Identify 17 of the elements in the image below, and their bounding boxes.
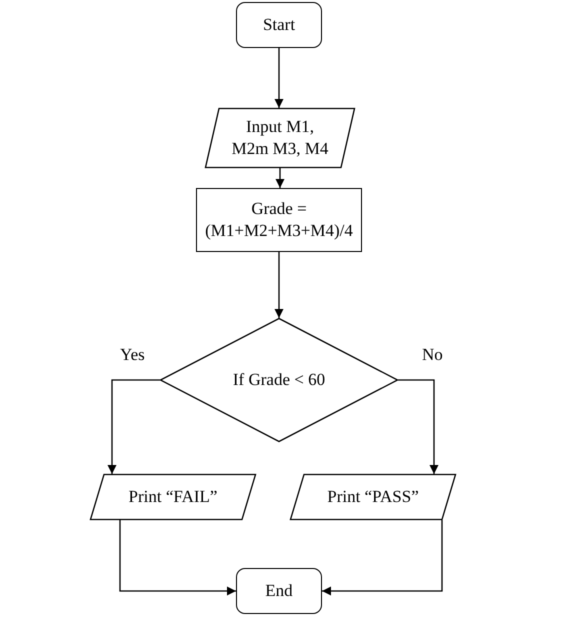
node-text: End bbox=[265, 580, 293, 602]
arrow bbox=[119, 520, 236, 596]
node-text: If Grade < 60 bbox=[232, 368, 326, 391]
node-text: Input M1, M2m M3, M4 bbox=[230, 116, 330, 160]
process-box bbox=[196, 188, 362, 252]
terminal-box bbox=[236, 568, 322, 614]
node-text: Print “PASS” bbox=[327, 486, 419, 508]
arrow bbox=[108, 379, 160, 474]
terminal-box bbox=[236, 2, 322, 48]
node-text: Start bbox=[262, 14, 296, 36]
arrow bbox=[274, 48, 284, 108]
node-text: Grade = (M1+M2+M3+M4)/4 bbox=[204, 198, 354, 242]
arrow bbox=[276, 168, 284, 188]
arrow bbox=[398, 379, 438, 474]
arrow bbox=[322, 520, 443, 596]
node-text: Print “FAIL” bbox=[128, 486, 218, 508]
arrow bbox=[274, 252, 284, 318]
